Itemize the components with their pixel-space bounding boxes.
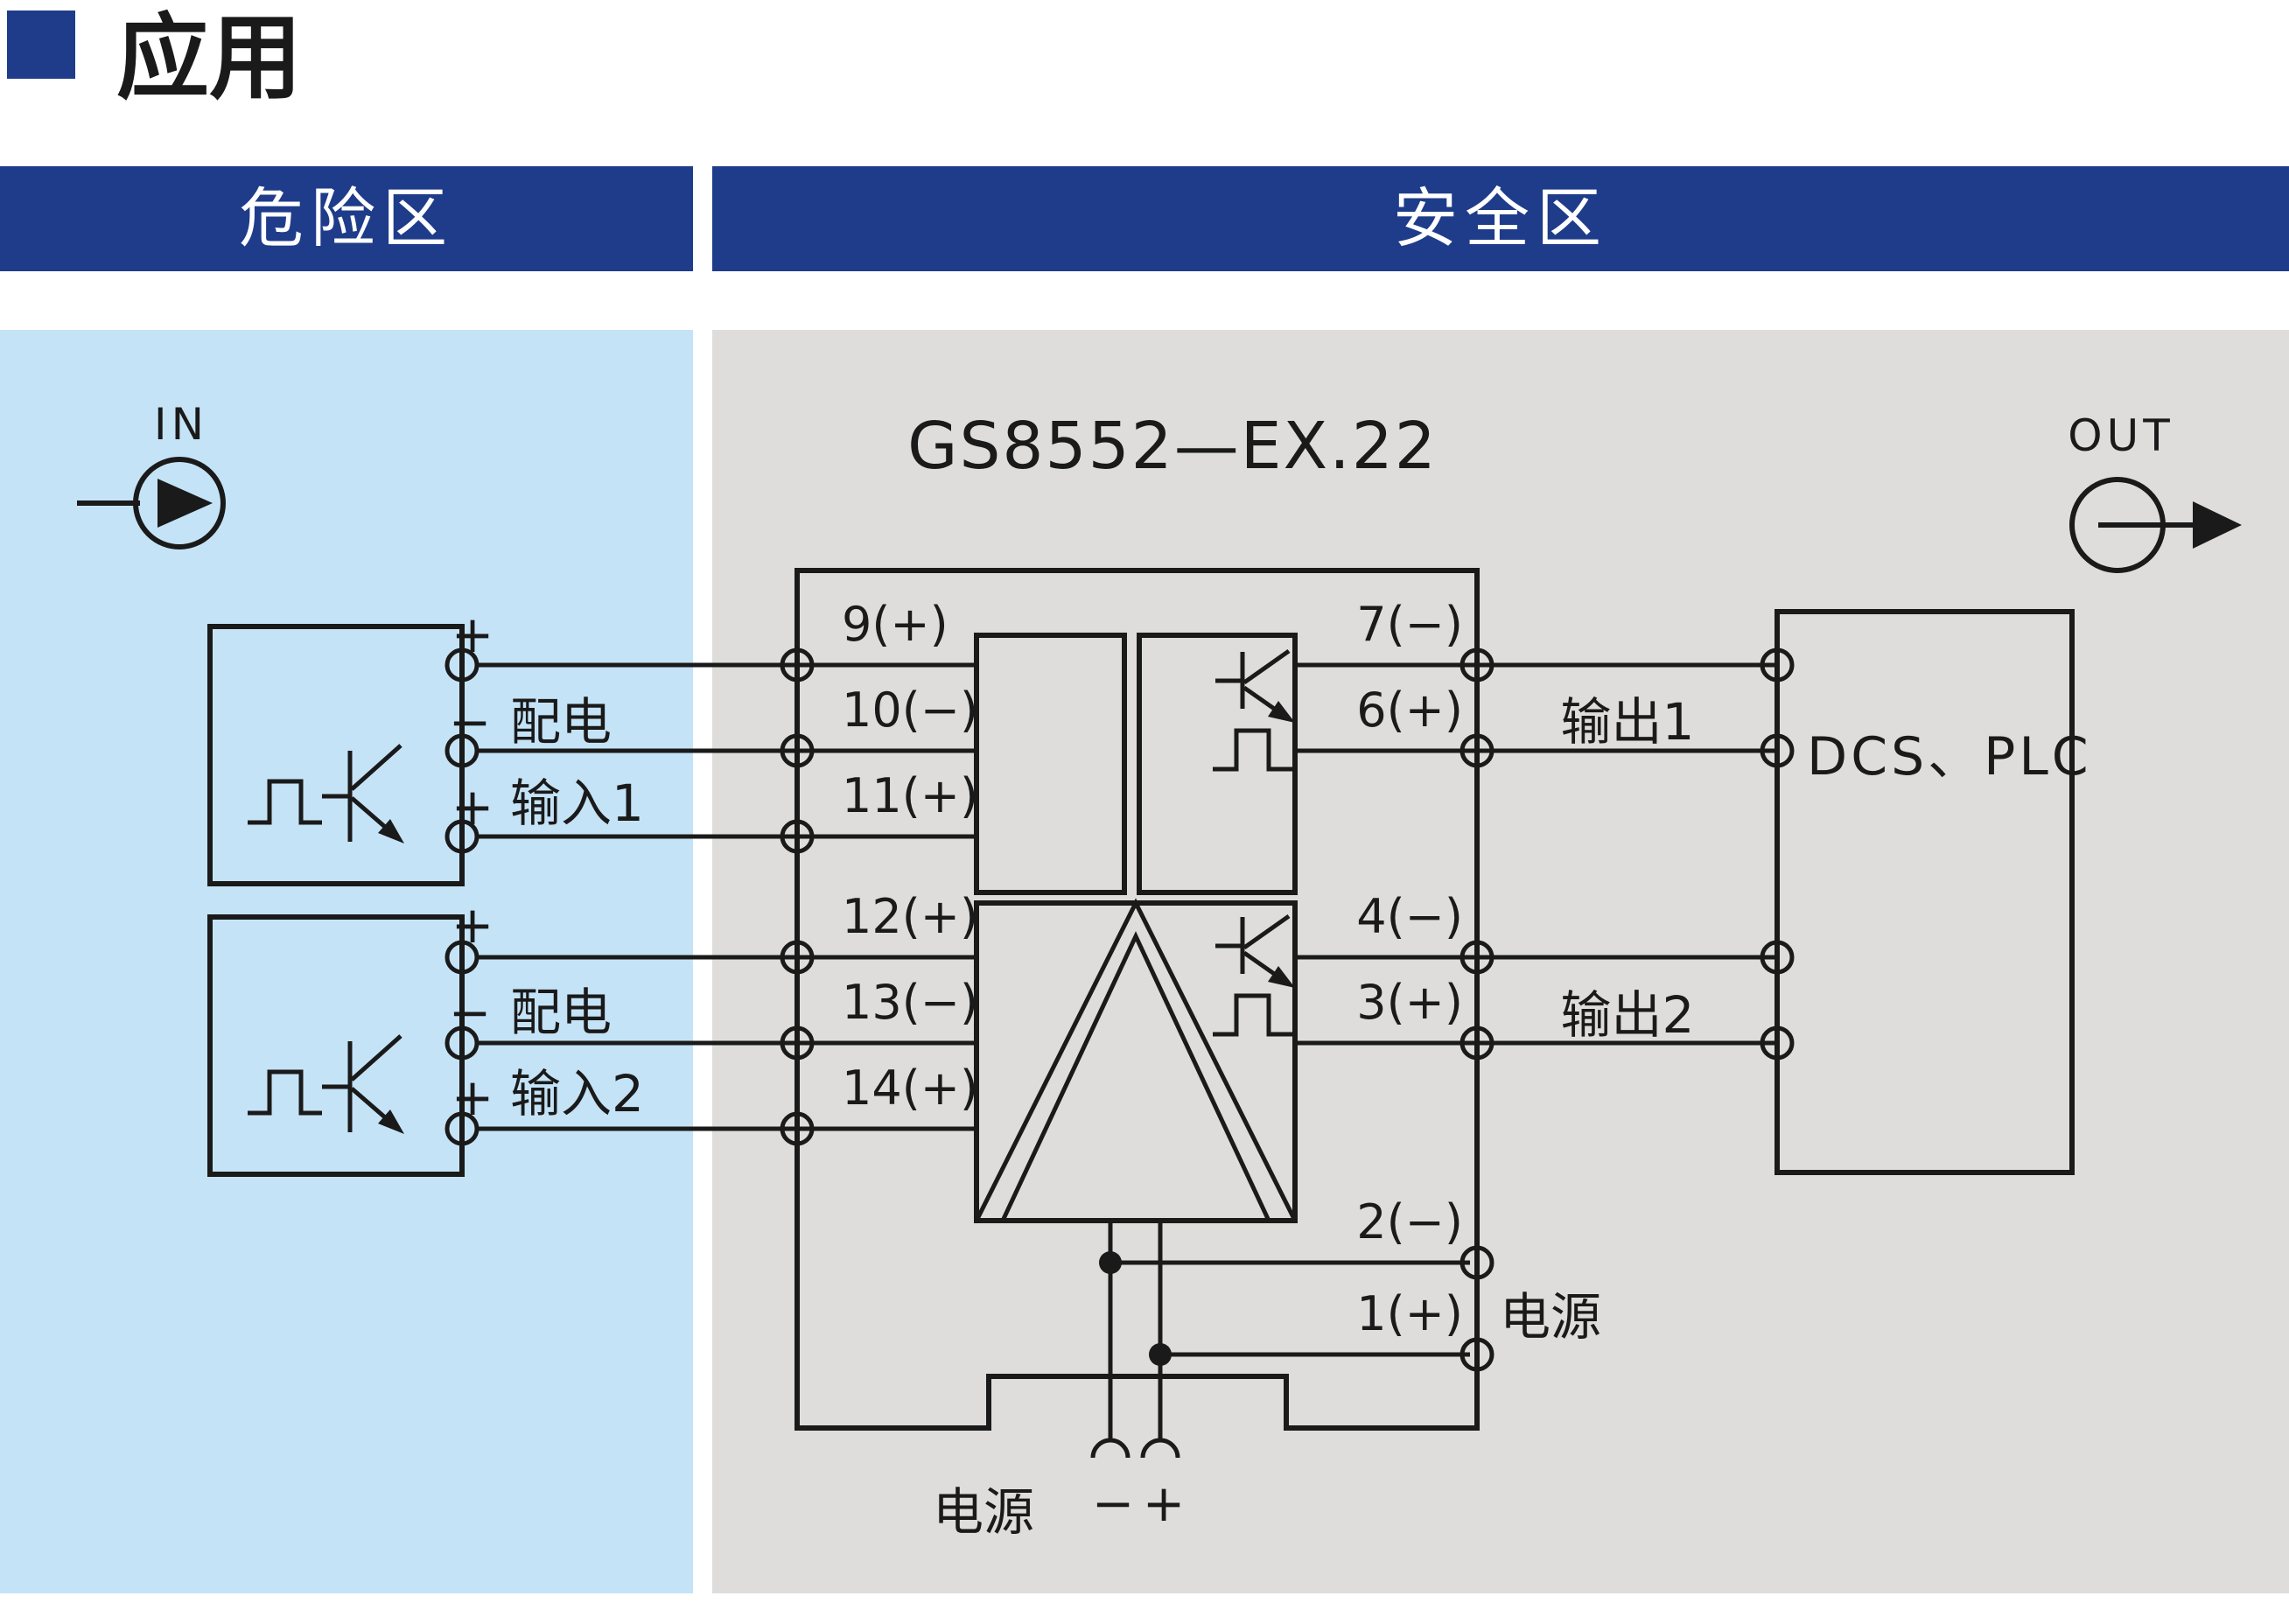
power-socket-arc [1140,1438,1180,1459]
field-wires [477,662,976,1131]
terminal-label-3: 3(+) [1356,975,1463,1030]
terminal-2-circle [1460,1245,1494,1280]
dcs-terminal-circle [1760,648,1795,682]
sensor-box-1 [207,624,465,886]
terminal-label-1: 1(+) [1356,1286,1463,1341]
sensor-terminals [444,648,480,1146]
device-channel2-symbols [1213,914,1295,1037]
sensor2-dist-label: 配电 [510,983,612,1042]
power-minus-label: − [1092,1474,1135,1533]
terminal-label-4: 4(−) [1356,889,1463,944]
terminal-6-circle [1460,733,1494,768]
device-inner-cells [974,633,1298,1223]
terminal-7-circle [1460,648,1494,682]
power-plus-label: + [1143,1474,1186,1533]
terminal-10-circle [780,733,815,768]
device-left-terminals [780,648,815,1146]
output2-label: 输出2 [1561,985,1695,1045]
safe-zone-header-bar [712,166,2289,271]
power-label-bottom: 电源 [933,1482,1034,1542]
terminal-11-circle [780,819,815,854]
terminal-12-circle [780,940,815,975]
hazardous-zone-header-bar [0,166,693,271]
safe-zone-panel [712,330,2289,1593]
terminal-label-2: 2(−) [1356,1194,1463,1250]
sensor1-input-label: 输入1 [510,774,644,833]
terminal-label-7: 7(−) [1356,597,1463,652]
bottom-power-labels: 电源 − + [933,1474,1185,1542]
dcs-terminal-circle [1760,733,1795,768]
dcs-outline [1774,609,2075,1175]
sensor-terminal-circle [444,819,480,854]
out-label: OUT [2068,410,2174,461]
output-wires [1295,662,1777,1046]
device-model: GS8552—EX.22 [907,409,1438,484]
hazardous-zone-label: 危险区 [239,181,454,256]
device-right-terminals [1460,648,1494,1372]
terminal-label-6: 6(+) [1356,682,1463,738]
terminal-label-10: 10(−) [842,682,978,738]
in-circle [133,457,226,550]
terminal-label-11: 11(+) [842,768,978,823]
junction-dot [1149,1343,1172,1366]
terminal-4-circle [1460,940,1494,975]
transistor-arrow [1268,701,1295,723]
junction-dot [1099,1251,1122,1274]
transistor-arrow [1268,966,1295,988]
terminal-13-circle [780,1026,815,1060]
power-wiring [1090,1221,1470,1459]
page-title: 应用 [116,4,302,112]
title-accent-square [7,10,75,79]
inner-cell-top-left [974,633,1127,895]
terminal-label-14: 14(+) [842,1060,978,1116]
device-outline [794,568,1480,1431]
pulse-icon [248,779,322,825]
sensor-transistor-icon [322,744,404,844]
pulse-icon [1213,993,1292,1037]
output1-label: 输出1 [1561,692,1695,752]
in-icon: IN [77,399,226,550]
isolation-chevron-outer [974,898,1298,1222]
in-label: IN [154,399,208,450]
hazardous-zone-panel [0,330,693,1593]
sensor2-input-label: 输入2 [510,1064,644,1124]
inner-cell-top-right [1137,633,1298,895]
sensor2-minus: − [449,983,492,1042]
terminal-label-12: 12(+) [842,889,978,944]
out-icon: OUT [2068,410,2242,573]
dcs-label: DCS、PLC [1807,726,2092,788]
sensor-wire-labels: + − 配电 + 输入1 + − 配电 + 输入2 [449,605,644,1127]
power-socket-arc [1090,1438,1130,1459]
dcs-terminal-circle [1760,940,1795,975]
out-arrow [2193,501,2242,549]
sensor-2-outline [207,914,465,1177]
sensor-terminal-circle [444,1026,480,1060]
sensor-terminal-circle [444,1111,480,1146]
safe-zone-label: 安全区 [1393,181,1608,256]
terminal-label-9: 9(+) [842,597,948,652]
sensor-transistor-icon [322,1034,404,1134]
terminal-14-circle [780,1111,815,1146]
device-terminal-labels: 9(+) 10(−) 11(+) 12(+) 13(−) 14(+) 7(−) … [842,597,1463,1341]
pulse-icon [248,1069,322,1116]
sensor-terminal-circle [444,733,480,768]
sensor1-minus: − [449,692,492,752]
sensor-1-outline [207,624,465,886]
sensor1-dist-label: 配电 [510,692,612,752]
isolation-chevron-inner [1000,931,1271,1222]
sensor-terminal-circle [444,648,480,682]
terminal-label-13: 13(−) [842,975,978,1030]
terminal-3-circle [1460,1026,1494,1060]
terminal-1-circle [1460,1337,1494,1372]
in-arrow [158,479,213,528]
device-channel1-symbols [1213,648,1295,772]
power-label-right: 电源 [1500,1287,1601,1347]
pulse-icon [1213,728,1292,772]
sensor-terminal-circle [444,940,480,975]
dcs-terminal-circle [1760,1026,1795,1060]
terminal-9-circle [780,648,815,682]
sensor-box-2 [207,914,465,1177]
dcs-plc-box: DCS、PLC [1760,609,2092,1175]
